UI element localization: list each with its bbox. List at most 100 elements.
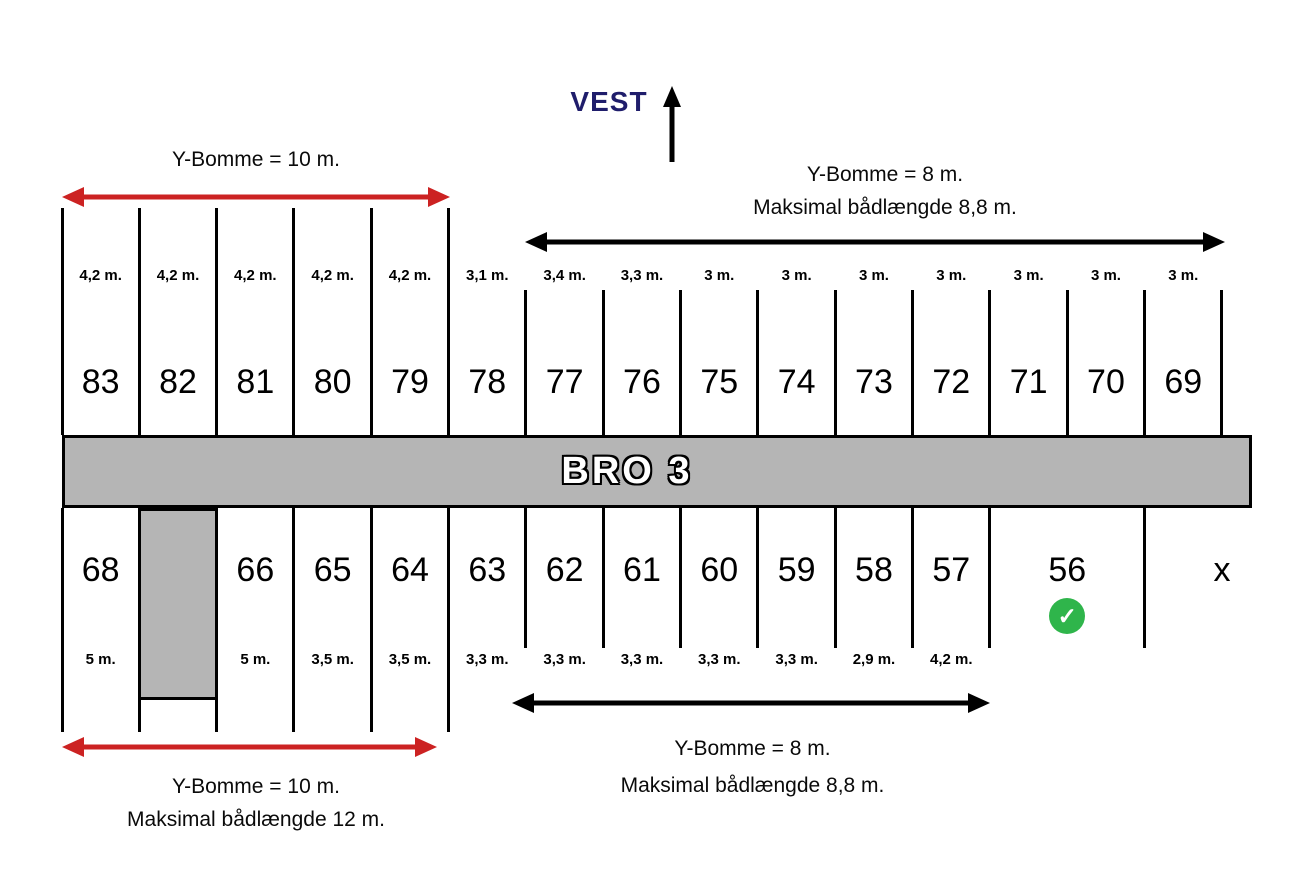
berth-divider-line — [833, 290, 837, 435]
berth-width-label: 4,2 m. — [311, 267, 354, 284]
ybomme-8m-bottom-line1: Y-Bomme = 8 m. — [674, 737, 831, 760]
berth-number: 79 — [391, 363, 429, 401]
ybomme-10m-bottom-label: Y-Bomme = 10 m. Maksimal bådlængde 12 m. — [62, 770, 450, 836]
berth-divider-line — [988, 290, 992, 435]
berth-divider-line — [215, 208, 219, 435]
berth-width-label: 3,3 m. — [698, 651, 741, 668]
berth-divider-line — [369, 508, 373, 732]
berth-number: 66 — [236, 551, 275, 589]
ybomme-10m-top-label: Y-Bomme = 10 m. — [62, 143, 450, 176]
berth-width-label: 3 m. — [704, 267, 735, 284]
berth-divider-line — [601, 290, 605, 435]
berth-number: 80 — [313, 363, 352, 401]
berth-number: 59 — [777, 551, 816, 589]
berth-width-label: 3 m. — [1013, 267, 1044, 284]
berth-divider-line — [679, 290, 683, 435]
berth-width-label: 3 m. — [936, 267, 967, 284]
berth-divider-line — [1143, 508, 1147, 648]
berth-divider-line — [988, 508, 992, 648]
berth-number: 64 — [391, 551, 429, 589]
berth-number: 60 — [700, 551, 739, 589]
ybomme-8m-bottom-arrow-icon — [512, 693, 990, 713]
berth-number: 71 — [1009, 363, 1048, 401]
berth-divider-line — [215, 508, 219, 732]
berth-divider-line — [524, 508, 528, 648]
berth-width-label: 4,2 m. — [79, 267, 122, 284]
ybomme-10m-top-line1: Y-Bomme = 10 m. — [172, 148, 340, 171]
berth-width-label: 3 m. — [781, 267, 812, 284]
berth-width-label: 4,2 m. — [156, 267, 200, 284]
ybomme-8m-top-line2: Maksimal bådlængde 8,8 m. — [753, 196, 1017, 219]
berth-divider-line — [137, 508, 141, 732]
berth-width-label: 2,9 m. — [852, 651, 896, 668]
berth-number: 61 — [623, 551, 661, 589]
ybomme-8m-top-line1: Y-Bomme = 8 m. — [806, 163, 964, 186]
berth-width-label: 3,5 m. — [388, 651, 432, 668]
berth-divider-line — [1065, 290, 1069, 435]
berth-width-label: 3,5 m. — [311, 651, 354, 668]
berth-width-label: 3,1 m. — [466, 267, 509, 284]
berth-divider-line — [911, 508, 915, 648]
ybomme-10m-bottom-line1: Y-Bomme = 10 m. — [172, 775, 340, 798]
ybomme-10m-bottom-arrow-icon — [62, 737, 437, 757]
berth-width-label: 5 m. — [85, 651, 116, 668]
berth-width-label: 3 m. — [858, 267, 889, 284]
berth-number: x — [1213, 551, 1231, 589]
berth-divider-line — [1143, 290, 1147, 435]
berth-divider-line — [911, 290, 915, 435]
berth-width-label: 4,2 m. — [234, 267, 277, 284]
berth-width-label: 3,3 m. — [620, 651, 664, 668]
berth-number: 57 — [932, 551, 971, 589]
berth-width-label: 3,3 m. — [543, 651, 586, 668]
berth-number: 83 — [81, 363, 120, 401]
ybomme-8m-top-label: Y-Bomme = 8 m. Maksimal bådlængde 8,8 m. — [575, 158, 1195, 224]
ybomme-10m-top-arrow-icon — [62, 187, 450, 207]
berth-divider-line — [60, 208, 64, 435]
berth-width-label: 3 m. — [1168, 267, 1199, 284]
berth-number: 58 — [855, 551, 893, 589]
berth-number: 56 — [1048, 551, 1087, 589]
berth-number: 68 — [81, 551, 120, 589]
berth-number: 81 — [236, 363, 275, 401]
berth-divider-line — [679, 508, 683, 648]
berth-width-label: 3 m. — [1090, 267, 1121, 284]
berth-divider-line — [524, 290, 528, 435]
ybomme-10m-bottom-line2: Maksimal bådlængde 12 m. — [127, 808, 385, 831]
ybomme-8m-bottom-line2: Maksimal bådlængde 8,8 m. — [620, 774, 885, 797]
berth-width-label: 3,3 m. — [620, 267, 664, 284]
berth-width-label: 3,3 m. — [466, 651, 509, 668]
berth-number: 75 — [700, 363, 739, 401]
berth-divider-line — [137, 208, 141, 435]
berth-number: 72 — [932, 363, 971, 401]
berth-divider-line — [1220, 290, 1224, 435]
berth-width-label: 3,4 m. — [543, 267, 586, 284]
berth-width-label: 4,2 m. — [930, 651, 973, 668]
berth-number: 82 — [159, 363, 197, 401]
berth-divider-line — [833, 508, 837, 648]
berth-divider-line — [447, 208, 451, 435]
berth-number: 62 — [545, 551, 584, 589]
check-icon: ✓ — [1049, 598, 1086, 634]
berth-number: 73 — [855, 363, 893, 401]
berth-number: 63 — [468, 551, 507, 589]
north-arrow-icon — [663, 86, 681, 162]
berth-divider-line — [601, 508, 605, 648]
berth-number: 70 — [1087, 363, 1125, 401]
berth-divider-line — [292, 208, 296, 435]
berth-divider-line — [292, 508, 296, 732]
berth-number: 65 — [313, 551, 352, 589]
berth-number: 76 — [623, 363, 661, 401]
bro-3-pier-bar: BRO 3 — [62, 435, 1252, 508]
berth-number: 77 — [545, 363, 584, 401]
berth-width-label: 3,3 m. — [775, 651, 818, 668]
berth-divider-line — [447, 508, 451, 732]
berth-divider-line — [60, 508, 64, 732]
occupied-berth-box — [137, 508, 219, 700]
berth-divider-line — [369, 208, 373, 435]
berth-width-label: 4,2 m. — [388, 267, 432, 284]
berth-divider-line — [756, 508, 760, 648]
berth-number: 74 — [777, 363, 816, 401]
berth-divider-line — [756, 290, 760, 435]
berth-number: 78 — [468, 363, 507, 401]
